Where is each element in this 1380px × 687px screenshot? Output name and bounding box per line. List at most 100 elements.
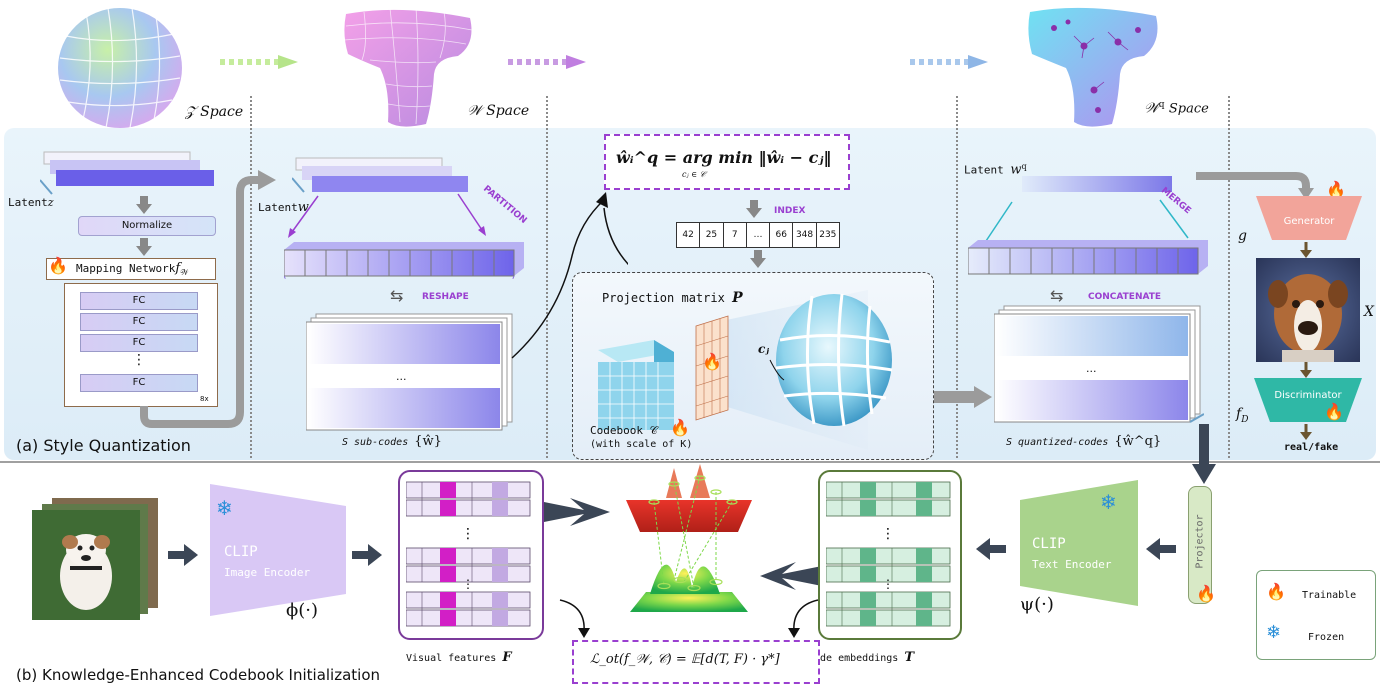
- arrow-left: [1146, 538, 1176, 560]
- generated-dog-image: [1256, 258, 1360, 362]
- discriminator-symbol: fD: [1236, 406, 1249, 425]
- fc-layer: FC: [80, 334, 198, 352]
- arrow-down: [136, 196, 152, 214]
- dotted-arrow-w-to-projection: [508, 55, 586, 69]
- z-space-label: 𝒵 Space: [185, 104, 244, 120]
- input-dog-photos: [32, 498, 158, 620]
- fire-icon: 🔥: [48, 256, 68, 275]
- arrow-down: [1300, 242, 1312, 258]
- wq-space-shape: [1028, 7, 1158, 127]
- code-embeddings-label: Code embeddings T: [808, 650, 915, 665]
- clip-text-subtitle: Text Encoder: [1032, 558, 1112, 571]
- assignment-formula-box: [604, 134, 850, 190]
- divider: [1228, 96, 1230, 458]
- fire-icon: 🔥: [1324, 402, 1344, 421]
- code-embeddings-grid: ⋮⋮: [826, 481, 951, 627]
- svg-text:⋮: ⋮: [881, 526, 895, 542]
- partitioned-latent-strip: [284, 242, 524, 280]
- curve-arrow-to-loss: [788, 599, 819, 638]
- ot-loss-formula: ℒ_ot(f_𝒲, 𝒞) = 𝔼[d(T, F) · γ*]: [590, 652, 780, 667]
- subcodes-matrix: [306, 313, 513, 431]
- arrow-down: [746, 200, 762, 218]
- clip-image-encoder: [210, 484, 346, 616]
- svg-text:⋮: ⋮: [462, 577, 474, 591]
- fire-icon: 🔥: [1266, 582, 1286, 601]
- quantized-ellipsis: ...: [1086, 362, 1097, 375]
- generator-block: [1256, 196, 1362, 240]
- mapping-network-label: Mapping Networkf𝒲: [76, 261, 189, 278]
- fc-layer: FC: [80, 292, 198, 310]
- legend: [1256, 570, 1376, 660]
- latent-z-vector: [40, 151, 214, 195]
- merge-arrows: [983, 199, 1189, 245]
- divider: [956, 96, 958, 458]
- concatenate-label: CONCATENATE: [1088, 292, 1162, 302]
- index-cell: 25: [700, 223, 724, 247]
- arrow-right: [168, 544, 198, 566]
- arrow-down: [136, 238, 152, 256]
- arrow-left: [976, 538, 1006, 560]
- curve-arrow-to-formula: [511, 192, 628, 359]
- real-fake-label: real/fake: [1284, 442, 1339, 453]
- image-symbol: X: [1364, 304, 1374, 320]
- arrow-to-projector: [1192, 424, 1216, 484]
- partition-arrows: [288, 193, 486, 238]
- assignment-formula-subscript: cⱼ ∈ 𝒞: [682, 170, 706, 179]
- codebook-scale: (with scale of K): [590, 439, 693, 450]
- fc-layer: FC: [80, 313, 198, 331]
- clip-image-title: CLIP: [224, 544, 258, 560]
- codebook-label: Codebook 𝒞: [590, 424, 658, 437]
- subcodes-ellipsis: ...: [396, 370, 407, 383]
- discriminator-block: [1254, 378, 1362, 422]
- clip-text-title: CLIP: [1032, 536, 1066, 552]
- snowflake-icon: ❄: [1100, 490, 1117, 514]
- ot-loss-box: [572, 640, 820, 684]
- projector-block: [1188, 486, 1212, 604]
- cj-label: cⱼ: [758, 342, 770, 356]
- mapping-network-header: [46, 258, 216, 280]
- curve-arrow-to-loss: [559, 599, 590, 638]
- latent-w-vector: [292, 157, 468, 193]
- legend-trainable: Trainable: [1302, 590, 1357, 601]
- phi-symbol: ϕ(·): [286, 600, 319, 621]
- clip-text-encoder: [1020, 480, 1138, 606]
- dotted-arrow-z-to-w: [220, 55, 298, 69]
- arrow-visual-to-transport: [544, 498, 610, 526]
- psi-symbol: ψ(·): [1020, 594, 1054, 615]
- panel-a-title: (a) Style Quantization: [16, 436, 191, 455]
- index-cell: 7: [724, 223, 747, 247]
- projection-diagram: [598, 290, 893, 450]
- svg-text:⋮: ⋮: [882, 577, 894, 591]
- projection-label: Projection matrix P: [602, 290, 743, 306]
- fc-ellipsis: ⋮: [132, 352, 146, 368]
- snowflake-icon: ❄: [1266, 622, 1282, 643]
- reshape-icon: ⇆: [390, 286, 404, 305]
- arrow-down: [1300, 424, 1312, 440]
- clip-image-subtitle: Image Encoder: [224, 566, 311, 579]
- arrow-to-generator: [1196, 172, 1314, 200]
- fire-icon: 🔥: [1196, 584, 1216, 603]
- normalize-box: Normalize: [78, 216, 216, 236]
- generator-label: Generator: [1283, 216, 1335, 227]
- wq-space-label: 𝒲q Space: [1144, 100, 1209, 117]
- projector-label: Projector: [1194, 514, 1206, 569]
- w-space-shape: [343, 7, 473, 127]
- snowflake-icon: ❄: [216, 496, 233, 520]
- quantized-latent-strip: [968, 240, 1208, 275]
- arrow-down: [1300, 362, 1312, 378]
- visual-features-grid: ⋮⋮: [406, 481, 531, 627]
- panel-b-title: (b) Knowledge-Enhanced Codebook Initiali…: [16, 666, 381, 684]
- generator-symbol: g: [1238, 228, 1247, 244]
- arrow-mapping-to-w: [140, 170, 276, 428]
- svg-text:⋮: ⋮: [461, 526, 475, 542]
- divider: [250, 96, 252, 458]
- concatenate-icon: ⇆: [1050, 286, 1064, 305]
- z-space-sphere: [58, 7, 182, 129]
- assignment-formula: ŵᵢ^q = arg min ‖ŵᵢ − cⱼ‖: [616, 148, 832, 167]
- latent-w-label: Latentw: [258, 200, 309, 215]
- divider: [546, 96, 548, 458]
- arrow-right: [352, 544, 382, 566]
- index-cell: …: [747, 223, 771, 247]
- fire-icon: 🔥: [702, 352, 722, 371]
- discriminator-label: Discriminator: [1274, 390, 1342, 401]
